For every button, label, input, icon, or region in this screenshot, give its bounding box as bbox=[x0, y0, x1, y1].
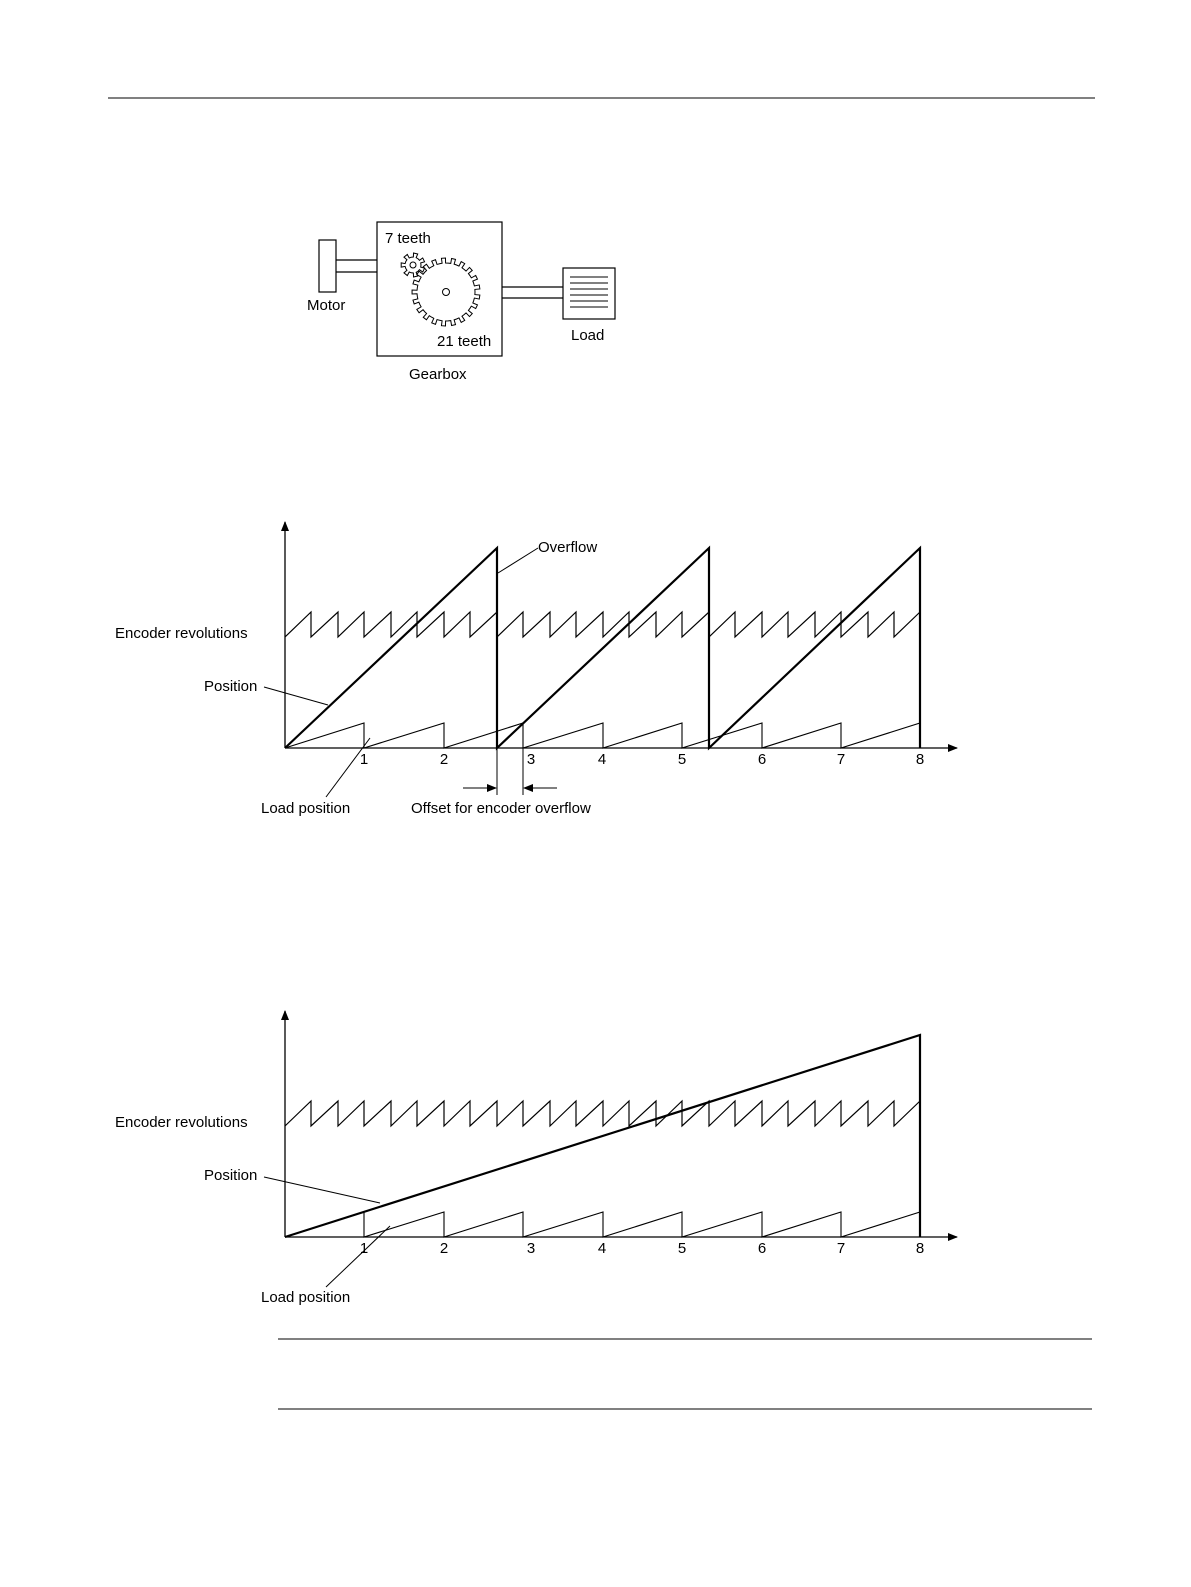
x-tick-label: 1 bbox=[360, 751, 368, 768]
motor-body bbox=[319, 240, 336, 292]
load-label: Load bbox=[571, 327, 604, 344]
encoder-revolutions-label: Encoder revolutions bbox=[115, 1114, 248, 1131]
diagram-1: 1 2 3 4 5 6 7 8 Overflow Encoder revolut… bbox=[115, 522, 957, 817]
encoder-revolutions-label: Encoder revolutions bbox=[115, 625, 248, 642]
load-position-sawtooth bbox=[285, 1212, 920, 1237]
x-tick-label: 7 bbox=[837, 1240, 845, 1257]
gear-diagram: 7 teeth Motor 21 teeth Load Gearbox bbox=[307, 222, 615, 383]
position-leader bbox=[264, 687, 328, 705]
load-position-label: Load position bbox=[261, 800, 350, 817]
load-position-label: Load position bbox=[261, 1289, 350, 1306]
overflow-label: Overflow bbox=[538, 539, 597, 556]
load-lines-icon bbox=[570, 277, 608, 307]
x-tick-label: 8 bbox=[916, 751, 924, 768]
load-position-leader bbox=[326, 1226, 390, 1287]
large-gear-icon bbox=[412, 258, 480, 326]
x-tick-label: 5 bbox=[678, 1240, 686, 1257]
x-tick-label: 5 bbox=[678, 751, 686, 768]
x-tick-label: 4 bbox=[598, 1240, 606, 1257]
x-tick-label: 8 bbox=[916, 1240, 924, 1257]
gearbox-label: Gearbox bbox=[409, 366, 467, 383]
small-gear-hub bbox=[410, 262, 416, 268]
large-gear-hub bbox=[443, 289, 450, 296]
x-tick-label: 6 bbox=[758, 1240, 766, 1257]
x-tick-label: 6 bbox=[758, 751, 766, 768]
position-ramp bbox=[285, 1035, 920, 1237]
x-tick-labels: 1 2 3 4 5 6 7 8 bbox=[360, 751, 924, 768]
position-leader bbox=[264, 1177, 380, 1203]
x-tick-labels: 1 2 3 4 5 6 7 8 bbox=[360, 1240, 924, 1257]
x-tick-label: 4 bbox=[598, 751, 606, 768]
large-gear-label: 21 teeth bbox=[437, 333, 491, 350]
x-tick-label: 3 bbox=[527, 1240, 535, 1257]
encoder-revolutions-sawtooth bbox=[285, 1101, 920, 1126]
load-box bbox=[563, 268, 615, 319]
small-gear-label: 7 teeth bbox=[385, 230, 431, 247]
x-tick-label: 2 bbox=[440, 1240, 448, 1257]
x-tick-label: 2 bbox=[440, 751, 448, 768]
position-ramp bbox=[285, 548, 920, 748]
encoder-revolutions-sawtooth bbox=[285, 612, 920, 637]
diagram-2: 1 2 3 4 5 6 7 8 Encoder revolutions Posi… bbox=[115, 1011, 957, 1306]
large-gear-outline bbox=[412, 258, 480, 326]
small-gear-outline bbox=[401, 253, 424, 277]
motor-label: Motor bbox=[307, 297, 345, 314]
x-tick-label: 3 bbox=[527, 751, 535, 768]
position-label: Position bbox=[204, 678, 257, 695]
offset-label: Offset for encoder overflow bbox=[411, 800, 591, 817]
load-position-sawtooth bbox=[285, 723, 920, 748]
x-tick-label: 7 bbox=[837, 751, 845, 768]
position-label: Position bbox=[204, 1167, 257, 1184]
overflow-leader bbox=[498, 548, 538, 573]
small-gear-icon bbox=[401, 253, 424, 277]
